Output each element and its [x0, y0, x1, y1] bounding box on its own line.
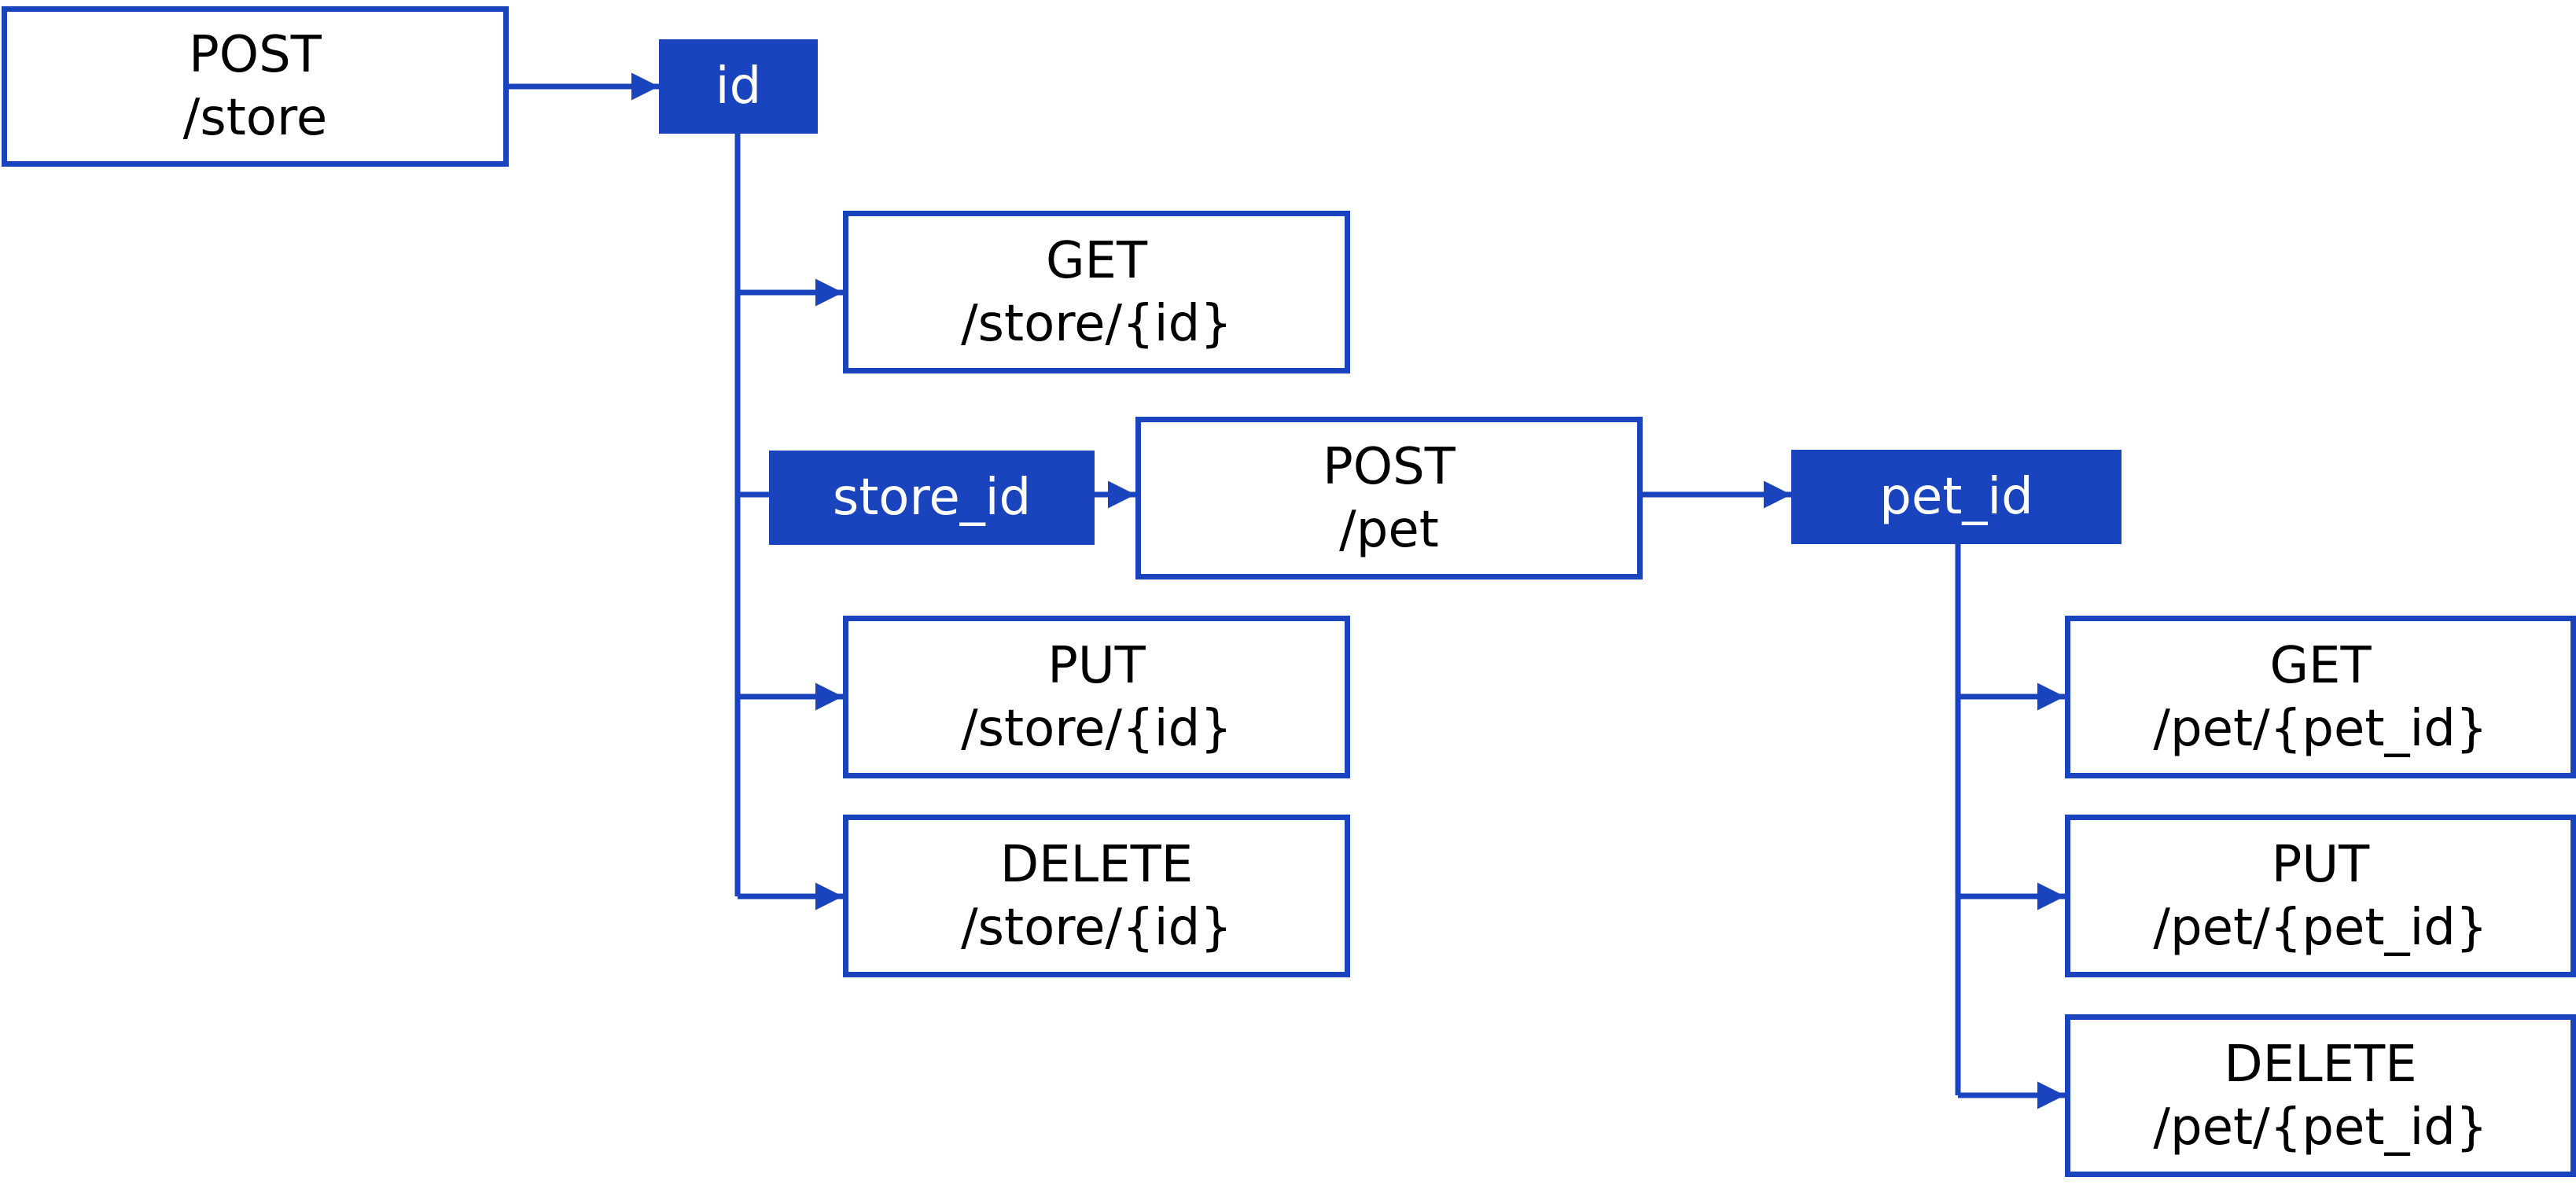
store-id-param-label: store_id — [832, 469, 1032, 527]
id-param-node: id — [659, 39, 818, 134]
post-store-path: /store — [182, 89, 328, 147]
delete-pet-id-path: /pet/{pet_id} — [2153, 1098, 2488, 1157]
put-store-id-path: /store/{id} — [961, 699, 1232, 758]
delete-pet-id-method: DELETE — [2224, 1035, 2417, 1094]
get-pet-id-method: GET — [2269, 636, 2372, 695]
put-pet-id-node: PUT /pet/{pet_id} — [2065, 815, 2576, 977]
delete-pet-id-node: DELETE /pet/{pet_id} — [2065, 1014, 2576, 1177]
delete-store-id-path: /store/{id} — [961, 898, 1232, 957]
get-pet-id-path: /pet/{pet_id} — [2153, 699, 2488, 758]
id-param-label: id — [715, 57, 762, 116]
store-id-param-node: store_id — [769, 451, 1095, 545]
get-store-id-path: /store/{id} — [961, 294, 1232, 353]
get-store-id-method: GET — [1045, 231, 1148, 290]
pet-id-param-node: pet_id — [1791, 450, 2122, 544]
post-pet-path: /pet — [1339, 500, 1439, 559]
get-store-id-node: GET /store/{id} — [843, 211, 1350, 373]
put-pet-id-method: PUT — [2271, 835, 2370, 894]
put-pet-id-path: /pet/{pet_id} — [2153, 898, 2488, 957]
post-store-method: POST — [189, 26, 322, 84]
put-store-id-node: PUT /store/{id} — [843, 616, 1350, 778]
pet-id-param-label: pet_id — [1879, 468, 2033, 526]
post-pet-method: POST — [1323, 437, 1455, 496]
delete-store-id-node: DELETE /store/{id} — [843, 815, 1350, 977]
delete-store-id-method: DELETE — [999, 835, 1194, 894]
post-pet-node: POST /pet — [1135, 417, 1643, 579]
get-pet-id-node: GET /pet/{pet_id} — [2065, 616, 2576, 778]
put-store-id-method: PUT — [1047, 636, 1146, 695]
post-store-node: POST /store — [2, 6, 509, 167]
